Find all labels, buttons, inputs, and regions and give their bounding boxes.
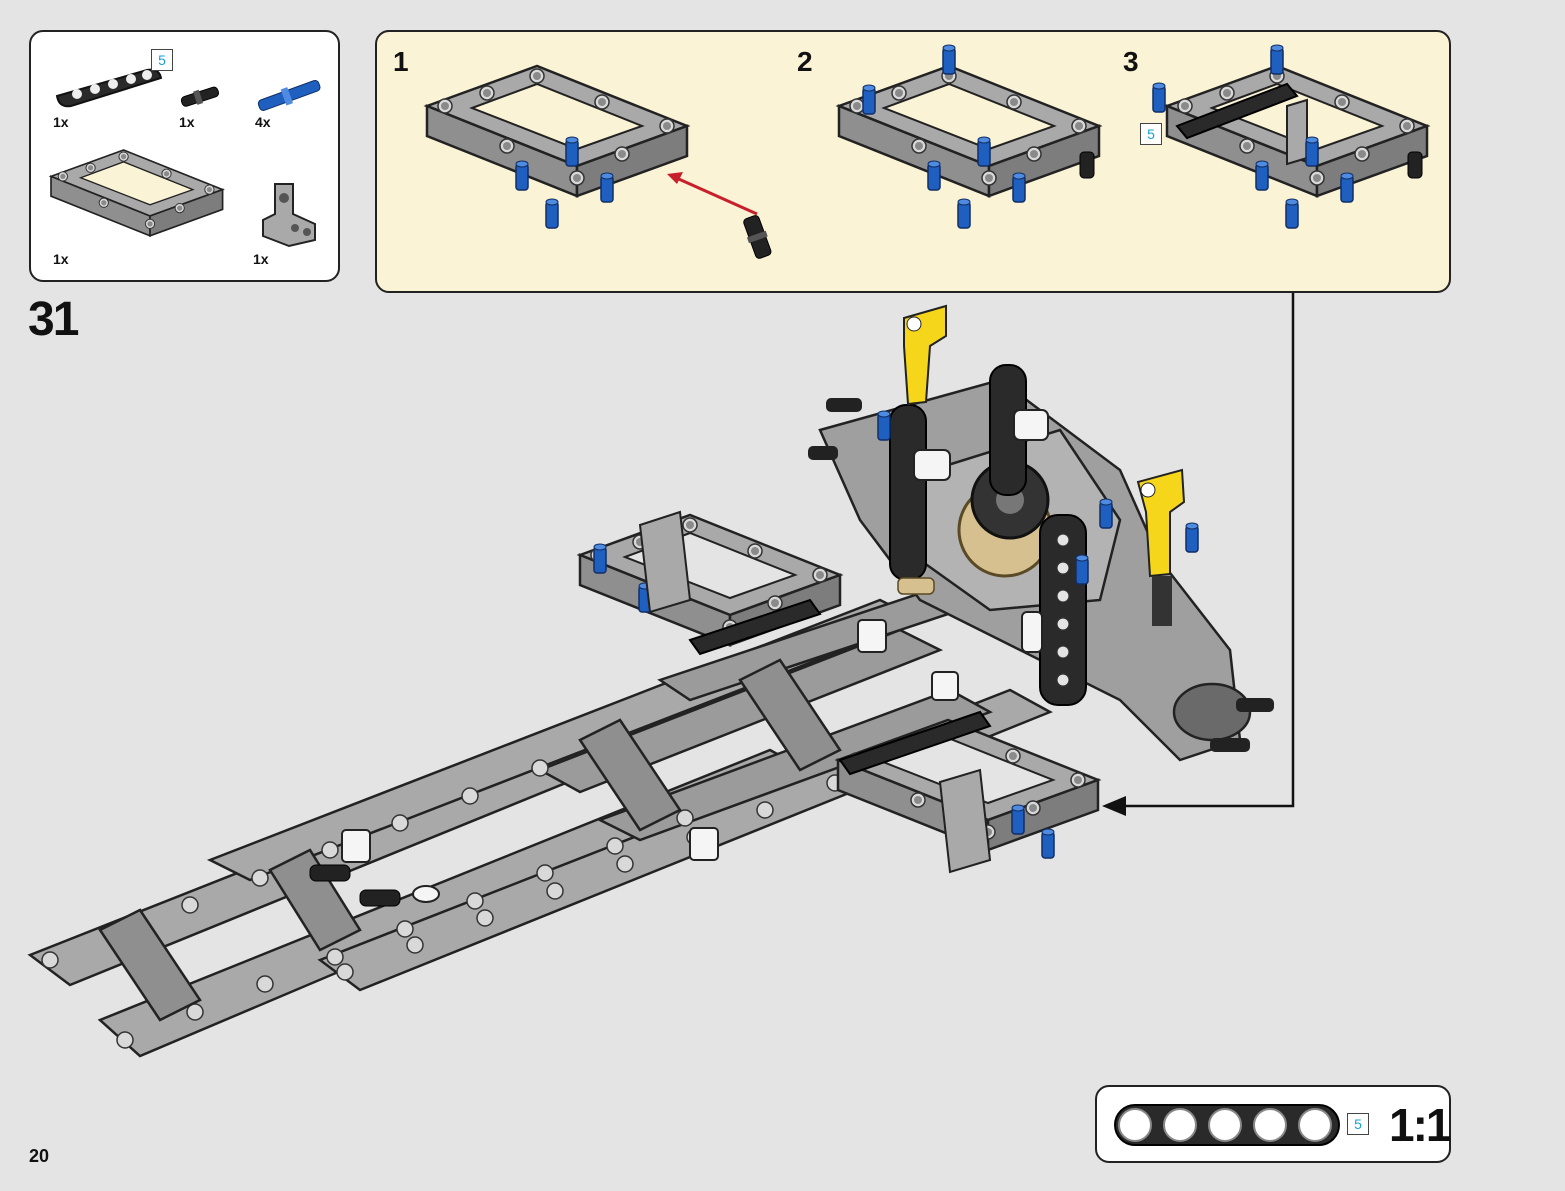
t-connector-part [262, 183, 316, 248]
part-qty: 1x [53, 114, 69, 130]
part-qty: 1x [253, 251, 269, 267]
scale-ruler-panel: 5 [1095, 1085, 1451, 1163]
step-number: 31 [28, 293, 79, 346]
substep-1-illustration [427, 66, 772, 259]
substep-2-illustration [839, 44, 1139, 229]
substep-number: 2 [797, 46, 813, 77]
beam-5-actual-size [1114, 1104, 1340, 1146]
beam-length-badge: 5 [151, 49, 173, 71]
page-number: 20 [29, 1146, 50, 1166]
substep-number: 3 [1123, 46, 1139, 77]
beam-length-badge: 5 [1140, 123, 1162, 145]
black-pin-part [180, 86, 220, 107]
parts-list-panel: 5 1x 1x 4x 1x 1x [29, 30, 340, 282]
beam-length-badge: 5 [1347, 1113, 1369, 1135]
substep-panel: 1 2 3 5 [375, 30, 1451, 293]
part-qty: 1x [179, 114, 195, 130]
substep-3-illustration [1152, 44, 1467, 229]
part-qty: 4x [255, 114, 271, 130]
blue-axle-pin-part [257, 79, 321, 111]
insert-arrow [671, 174, 758, 216]
scale-label: 1:1 [1389, 1099, 1452, 1151]
substep-number: 1 [393, 46, 409, 77]
part-qty: 1x [53, 251, 69, 267]
